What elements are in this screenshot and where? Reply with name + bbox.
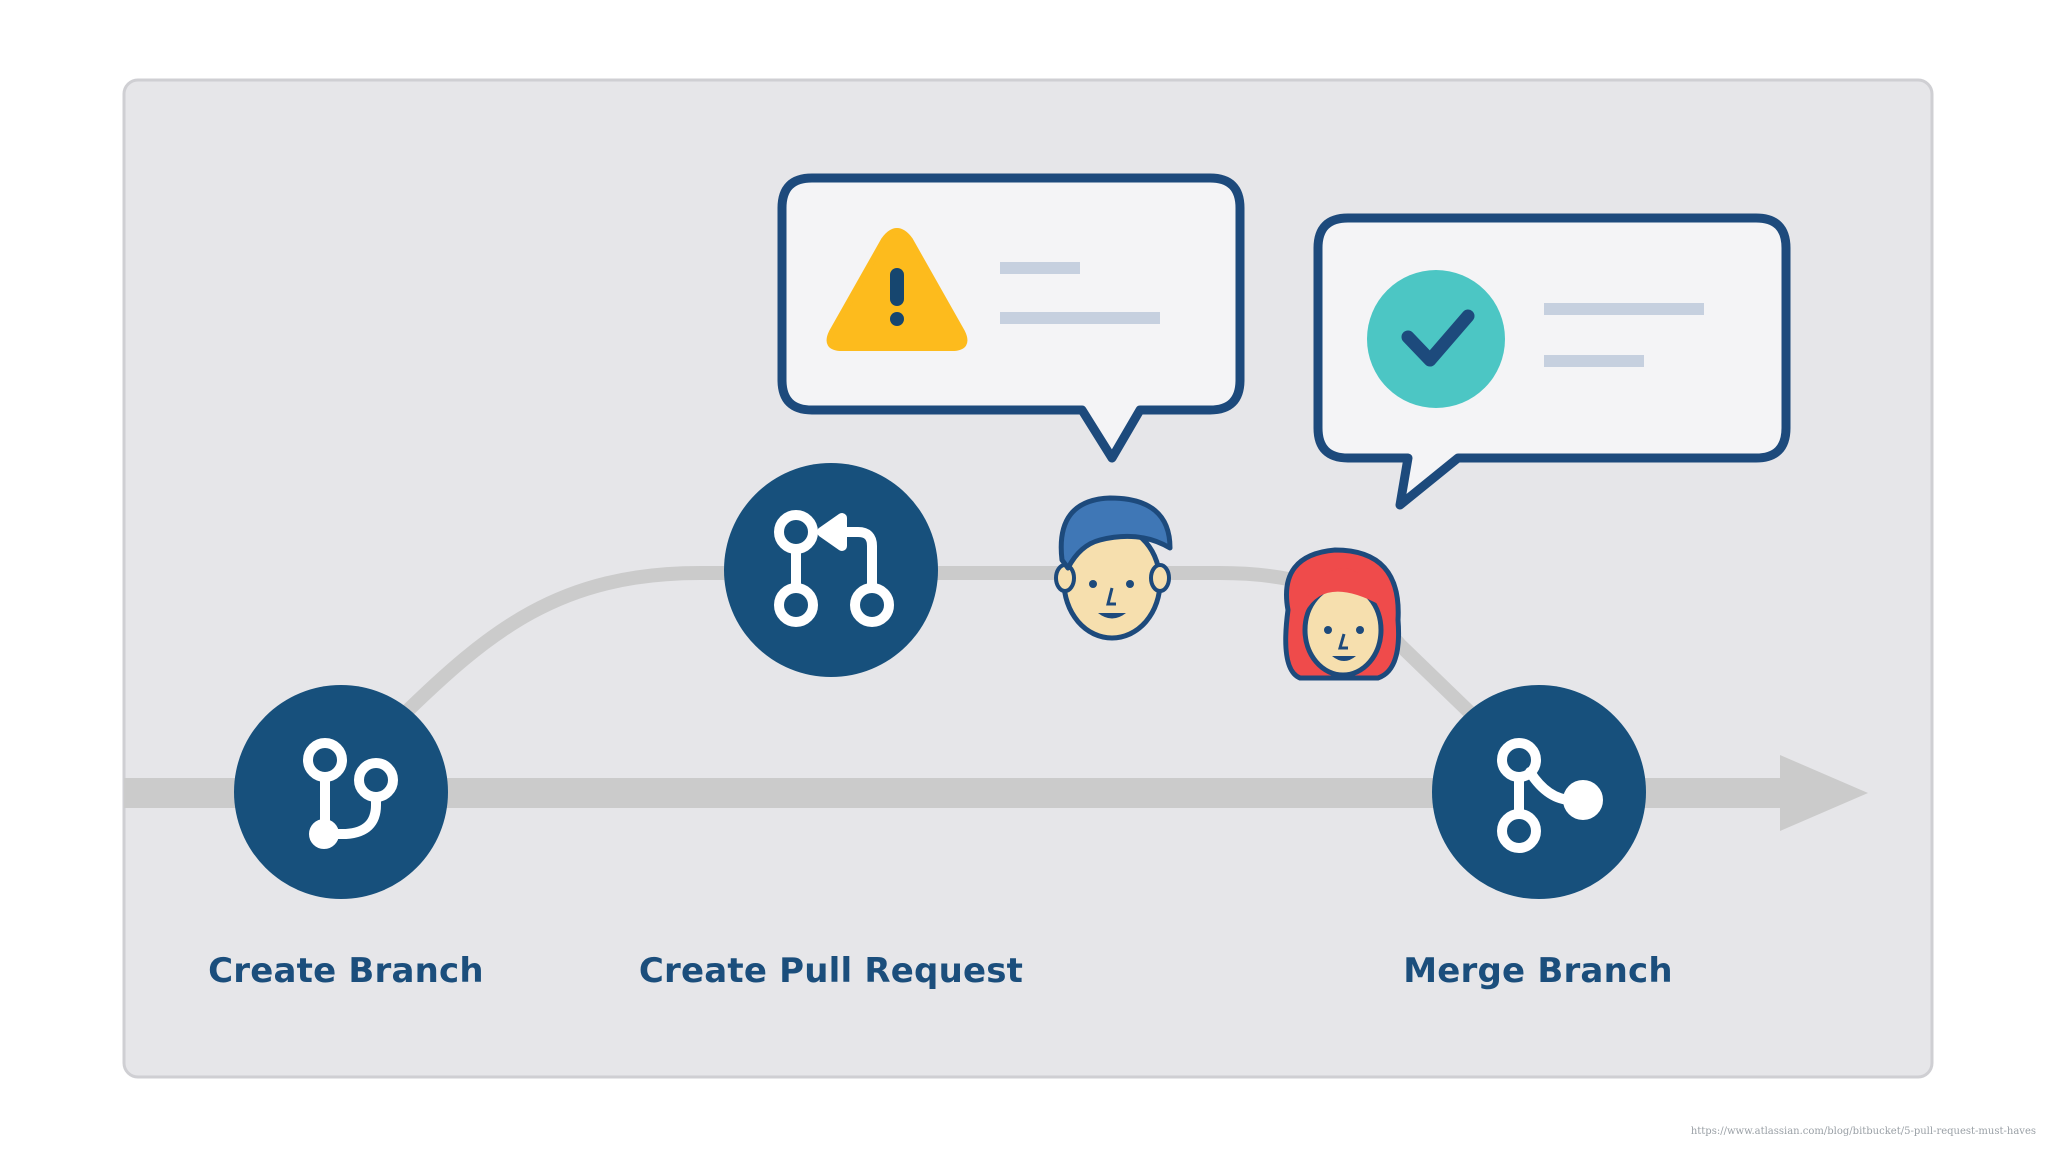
source-url: https://www.atlassian.com/blog/bitbucket… (1691, 1126, 2036, 1137)
warning-speech-bubble (777, 173, 1245, 463)
female-reviewer-avatar (1283, 547, 1402, 681)
merge-branch-node (1432, 685, 1646, 899)
warning-icon (826, 228, 968, 351)
approval-text-line (1544, 355, 1644, 367)
create-pull-request-node (724, 463, 938, 677)
branch-icon (303, 738, 398, 849)
check-circle-icon (1367, 270, 1505, 408)
merge-icon (1497, 738, 1603, 853)
warning-text-line (1000, 312, 1160, 324)
pull-request-icon (774, 510, 894, 627)
male-reviewer-avatar (1054, 495, 1173, 641)
create-pull-request-label: Create Pull Request (639, 951, 1023, 991)
warning-text-line (1000, 262, 1080, 274)
create-branch-label: Create Branch (208, 951, 484, 991)
track-arrow-icon (1780, 755, 1868, 831)
approval-speech-bubble (1313, 213, 1791, 510)
merge-branch-label: Merge Branch (1403, 951, 1673, 991)
create-branch-node (234, 685, 448, 899)
approval-text-line (1544, 303, 1704, 315)
